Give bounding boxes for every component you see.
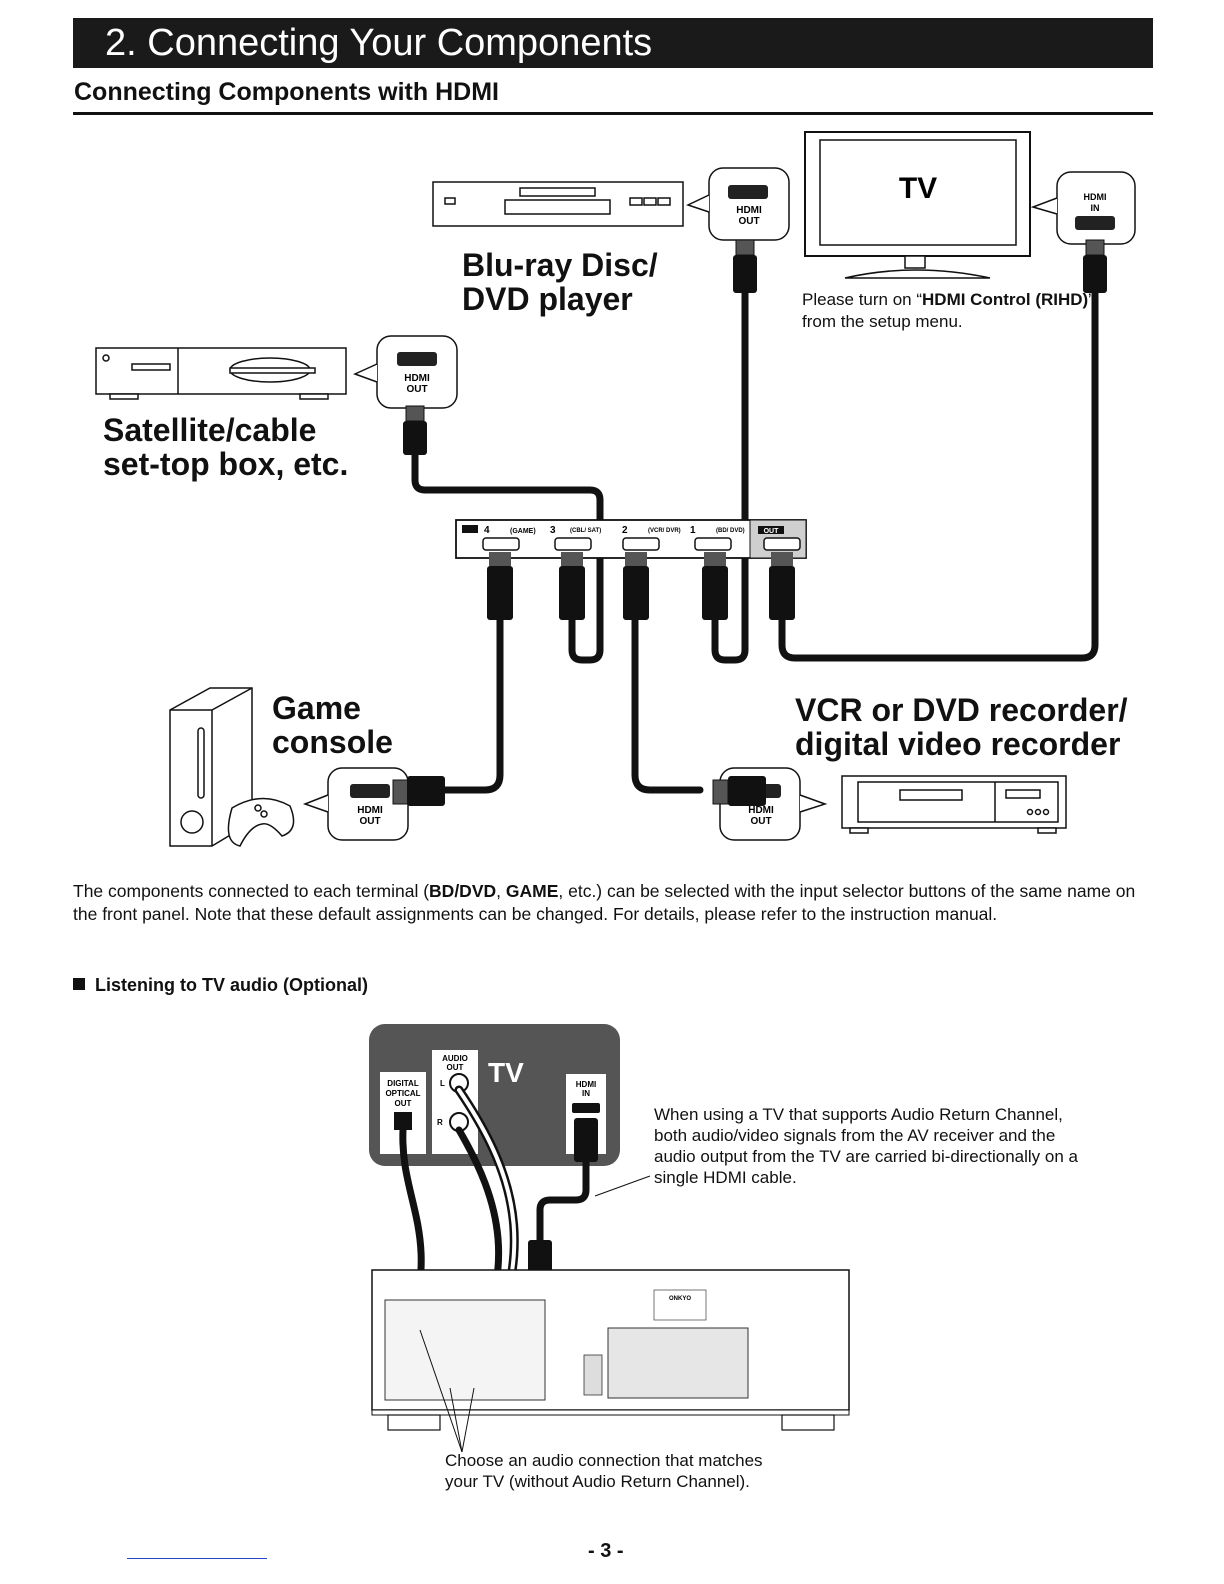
hdmi-control-note-bold: HDMI Control (RIHD) [922,290,1089,309]
tv-audio-hdmi-label: HDMI [576,1080,596,1089]
audio-out-label-1: AUDIO [442,1054,468,1063]
bluray-hdmi-plug [733,239,757,293]
panel-label-1: 1 [690,525,696,536]
cable-satellite [411,446,604,664]
tv-audio-heading-text: Listening to TV audio (Optional) [95,975,368,995]
game-label-line2: console [272,724,393,760]
tv-label: TV [899,172,937,205]
panel-label-game: (GAME) [510,528,536,535]
vcr-port-hdmi: HDMI [748,805,774,816]
cable-bluray [711,286,749,664]
paragraph-game: GAME [505,881,559,901]
bluray-label-line2: DVD player [462,281,633,317]
tv-audio-diagram: DIGITAL OPTICAL OUT AUDIO OUT L R TV HDM… [369,1024,850,1453]
tv-port-hdmi: HDMI [1084,192,1107,202]
hdmi-control-note-post: ” from the setup menu. [802,290,1094,331]
satellite-label: Satellite/cable set-top box, etc. [103,413,348,481]
panel-label-4: 4 [484,525,490,536]
page-number: - 3 - [588,1540,624,1562]
vcr-label: VCR or DVD recorder/ digital video recor… [795,693,1128,761]
audio-r-label: R [437,1118,443,1127]
paragraph-part2: , etc.) can be selected with the input s… [73,881,1136,924]
game-label-line1: Game [272,690,361,726]
tv-hdmi-in-callout: HDMI IN [1030,171,1136,245]
bluray-label: Blu-ray Disc/ DVD player [462,248,658,316]
satellite-port-hdmi: HDMI [404,373,430,384]
panel-label-3: 3 [550,525,556,536]
bluray-hdmi-out-callout: HDMI OUT [685,167,790,241]
tv-back-panel [369,1024,620,1166]
panel-label-2: 2 [622,525,628,536]
subtitle-rule [73,112,1153,115]
bluray-player-illustration [432,181,684,227]
tv-audio-heading: Listening to TV audio (Optional) [73,975,368,996]
bluray-port-hdmi: HDMI [736,205,762,216]
audio-l-label: L [440,1079,445,1088]
optical-label-2: OPTICAL [385,1089,420,1098]
satellite-label-line1: Satellite/cable [103,412,317,448]
game-console-illustration [169,687,295,847]
panel-label-bd-dvd: (BD/ DVD) [716,528,745,534]
vcr-label-line2: digital video recorder [795,726,1121,762]
game-label: Game console [272,691,393,759]
section-banner: 2. Connecting Your Components [73,18,1153,68]
panel-hdmi-plugs [487,552,795,620]
paragraph-bd-dvd: BD/DVD [429,881,497,901]
paragraph-comma: , [496,881,506,901]
satellite-label-line2: set-top box, etc. [103,446,349,482]
choose-audio-note: Choose an audio connection that matches … [445,1451,763,1491]
vcr-label-line1: VCR or DVD recorder/ [795,692,1128,728]
optical-label-3: OUT [395,1099,412,1108]
hdmi-control-note-pre: Please turn on “ [802,290,923,309]
tv-audio-in-label: IN [582,1089,590,1098]
vcr-port-out: OUT [750,816,771,827]
tv-audio-tv-label: TV [488,1057,524,1088]
vcr-hdmi-plug [712,776,766,806]
audio-out-label-2: OUT [447,1063,464,1072]
game-hdmi-out-callout: HDMI OUT [302,767,409,841]
satellite-box-illustration [95,347,347,400]
cable-vcr [631,586,704,794]
arc-note: When using a TV that supports Audio Retu… [654,1105,1078,1187]
hdmi-cables [401,286,1099,794]
receiver-brand: ONKYO [669,1296,691,1302]
bullet-square-icon [73,978,85,990]
receiver-hdmi-panel: 4 (GAME) 3 (CBL/ SAT) 2 (VCR/ DVR) 1 (BD… [455,519,807,559]
footer-rule [127,1558,267,1559]
optical-label-1: DIGITAL [387,1079,419,1088]
paragraph-part1: The components connected to each termina… [73,881,430,901]
page-subtitle: Connecting Components with HDMI [74,78,499,106]
cable-game [401,586,504,794]
game-port-out: OUT [359,816,380,827]
cable-tv [778,286,1099,662]
section-title: 2. Connecting Your Components [105,22,653,64]
bluray-port-out: OUT [738,216,759,227]
hdmi-control-note: Please turn on “HDMI Control (RIHD)” fro… [802,289,1102,333]
tv-port-in: IN [1091,203,1100,213]
game-port-hdmi: HDMI [357,805,383,816]
bluray-label-line1: Blu-ray Disc/ [462,247,658,283]
panel-label-cbl-sat: (CBL/ SAT) [570,528,601,534]
satellite-hdmi-out-callout: HDMI OUT [353,335,458,409]
input-selector-paragraph: The components connected to each termina… [73,880,1158,926]
panel-label-vcr-dvr: (VCR/ DVR) [648,528,681,534]
satellite-hdmi-plug [403,405,427,455]
satellite-port-out: OUT [406,384,427,395]
tv-illustration: TV [804,131,1031,279]
panel-label-out: OUT [764,528,780,535]
tv-hdmi-plug [1083,239,1107,293]
hdmi-arc-cable [536,1156,590,1279]
game-hdmi-plug [392,776,445,806]
vcr-illustration [841,775,1067,834]
